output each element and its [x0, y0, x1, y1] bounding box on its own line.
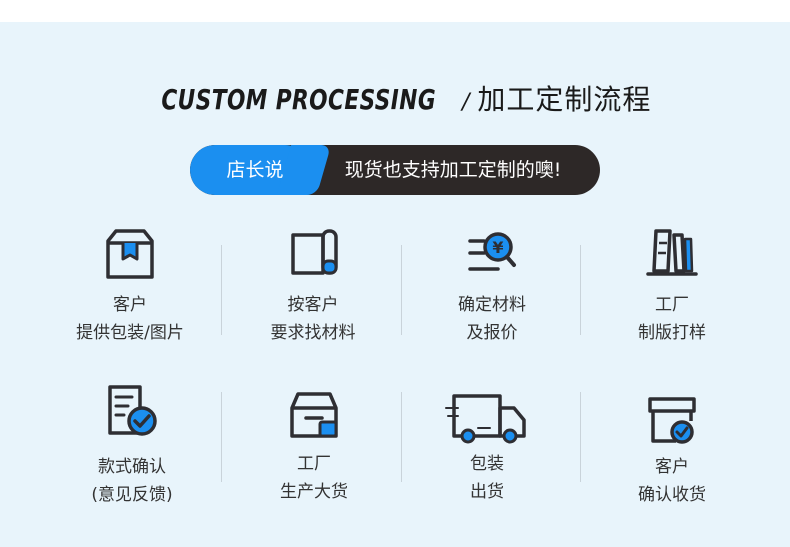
step-line1: 客户	[655, 457, 689, 477]
svg-text:¥: ¥	[492, 238, 503, 257]
banner-owner-label: 店长说	[226, 159, 284, 181]
step-line1: 款式确认	[98, 457, 166, 477]
step-line2: 生产大货	[280, 482, 348, 502]
step-line1: 工厂	[297, 454, 331, 474]
title-chinese: 加工定制流程	[477, 83, 652, 116]
step-line1: 确定材料	[458, 295, 526, 315]
production-box-icon	[290, 392, 338, 438]
process-step: 包装 出货	[397, 388, 577, 506]
divider	[221, 245, 222, 335]
divider	[221, 392, 222, 482]
process-step: 工厂 生产大货	[224, 388, 404, 506]
delivery-truck-icon	[445, 394, 526, 444]
step-line1: 包装	[470, 454, 504, 474]
title-english: CUSTOM PROCESSING	[160, 83, 436, 116]
step-line2: 要求找材料	[270, 323, 356, 343]
process-step: 工厂 制版打样	[582, 227, 762, 347]
step-line2: 确认收货	[638, 485, 706, 505]
step-line2: 出货	[470, 482, 504, 502]
divider	[580, 392, 581, 482]
step-line2: 提供包装/图片	[76, 323, 184, 343]
box-icon	[106, 229, 154, 279]
price-search-icon: ¥	[468, 232, 516, 271]
owner-says-banner: 店长说 现货也支持加工定制的噢!	[190, 145, 600, 195]
process-step: 按客户 要求找材料	[223, 227, 403, 347]
title-separator: /	[461, 90, 470, 115]
banner-accent-tab	[190, 145, 310, 195]
step-line1: 客户	[113, 295, 147, 315]
process-section	[0, 22, 790, 547]
received-box-icon	[648, 397, 696, 444]
divider	[401, 245, 402, 335]
step-line2: (意见反馈)	[91, 485, 173, 505]
process-step: 客户 确认收货	[582, 393, 762, 509]
factory-book-icon	[646, 229, 698, 276]
divider	[580, 245, 581, 335]
section-title: CUSTOM PROCESSING / 加工定制流程	[0, 78, 790, 118]
step-line2: 及报价	[466, 323, 518, 343]
material-roll-icon	[291, 229, 338, 275]
process-step: 客户 提供包装/图片	[40, 227, 220, 347]
process-step: 款式确认 (意见反馈)	[42, 383, 222, 509]
divider	[401, 392, 402, 482]
process-step: ¥ 确定材料 及报价	[402, 227, 582, 347]
step-line2: 制版打样	[638, 323, 706, 343]
banner-message: 现货也支持加工定制的噢!	[344, 159, 562, 181]
step-line1: 工厂	[655, 295, 689, 315]
step-line1: 按客户	[287, 295, 339, 315]
document-check-icon	[108, 385, 157, 436]
